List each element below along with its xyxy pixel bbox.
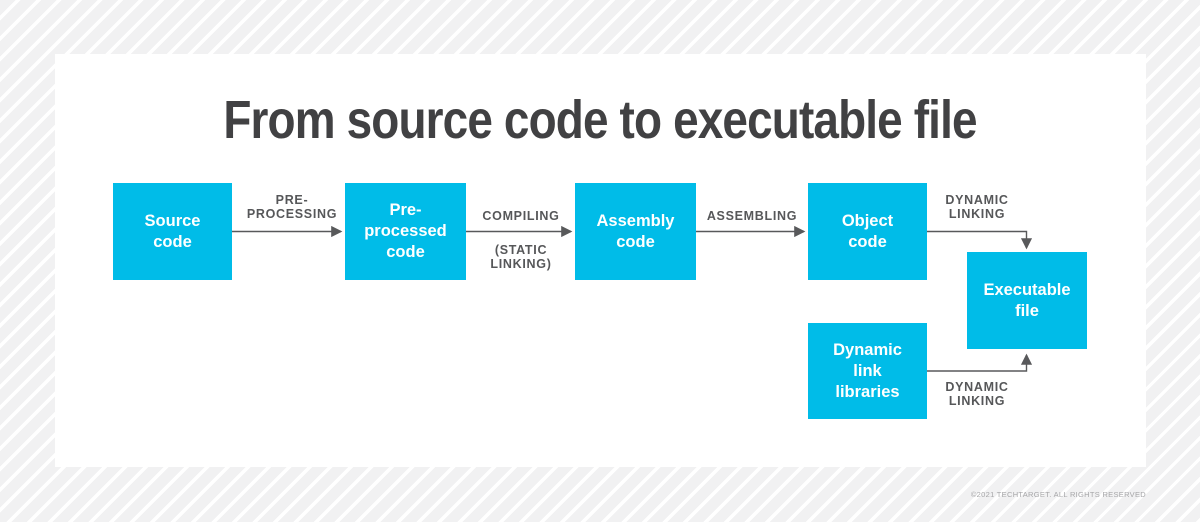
node-assembly-code-label: Assembly code xyxy=(596,211,675,251)
node-pre-processed-code: Pre- processed code xyxy=(345,183,466,280)
node-executable-file-label: Executable file xyxy=(983,280,1071,320)
edge-label-static-linking: (STATIC LINKING) xyxy=(490,243,552,271)
node-dynamic-link-libraries: Dynamic link libraries xyxy=(808,323,927,419)
node-source-code: Source code xyxy=(113,183,232,280)
node-object-code: Object code xyxy=(808,183,927,280)
node-assembly-code: Assembly code xyxy=(575,183,696,280)
node-object-code-label: Object code xyxy=(841,211,894,251)
edge-label-pre-processing: PRE- PROCESSING xyxy=(246,193,338,221)
edge-label-assembling: ASSEMBLING xyxy=(706,209,798,223)
node-source-code-label: Source code xyxy=(144,211,201,251)
edge-label-dynamic-linking-dll: DYNAMIC LINKING xyxy=(945,380,1009,408)
edge-label-compiling: COMPILING xyxy=(482,209,560,223)
copyright-note: ©2021 TECHTARGET. ALL RIGHTS RESERVED xyxy=(970,490,1146,499)
page-title: From source code to executable file xyxy=(223,90,977,150)
node-dynamic-link-libraries-label: Dynamic link libraries xyxy=(833,340,902,401)
edge-label-dynamic-linking-object: DYNAMIC LINKING xyxy=(945,193,1009,221)
node-pre-processed-code-label: Pre- processed code xyxy=(364,201,447,261)
node-executable-file: Executable file xyxy=(967,252,1087,349)
